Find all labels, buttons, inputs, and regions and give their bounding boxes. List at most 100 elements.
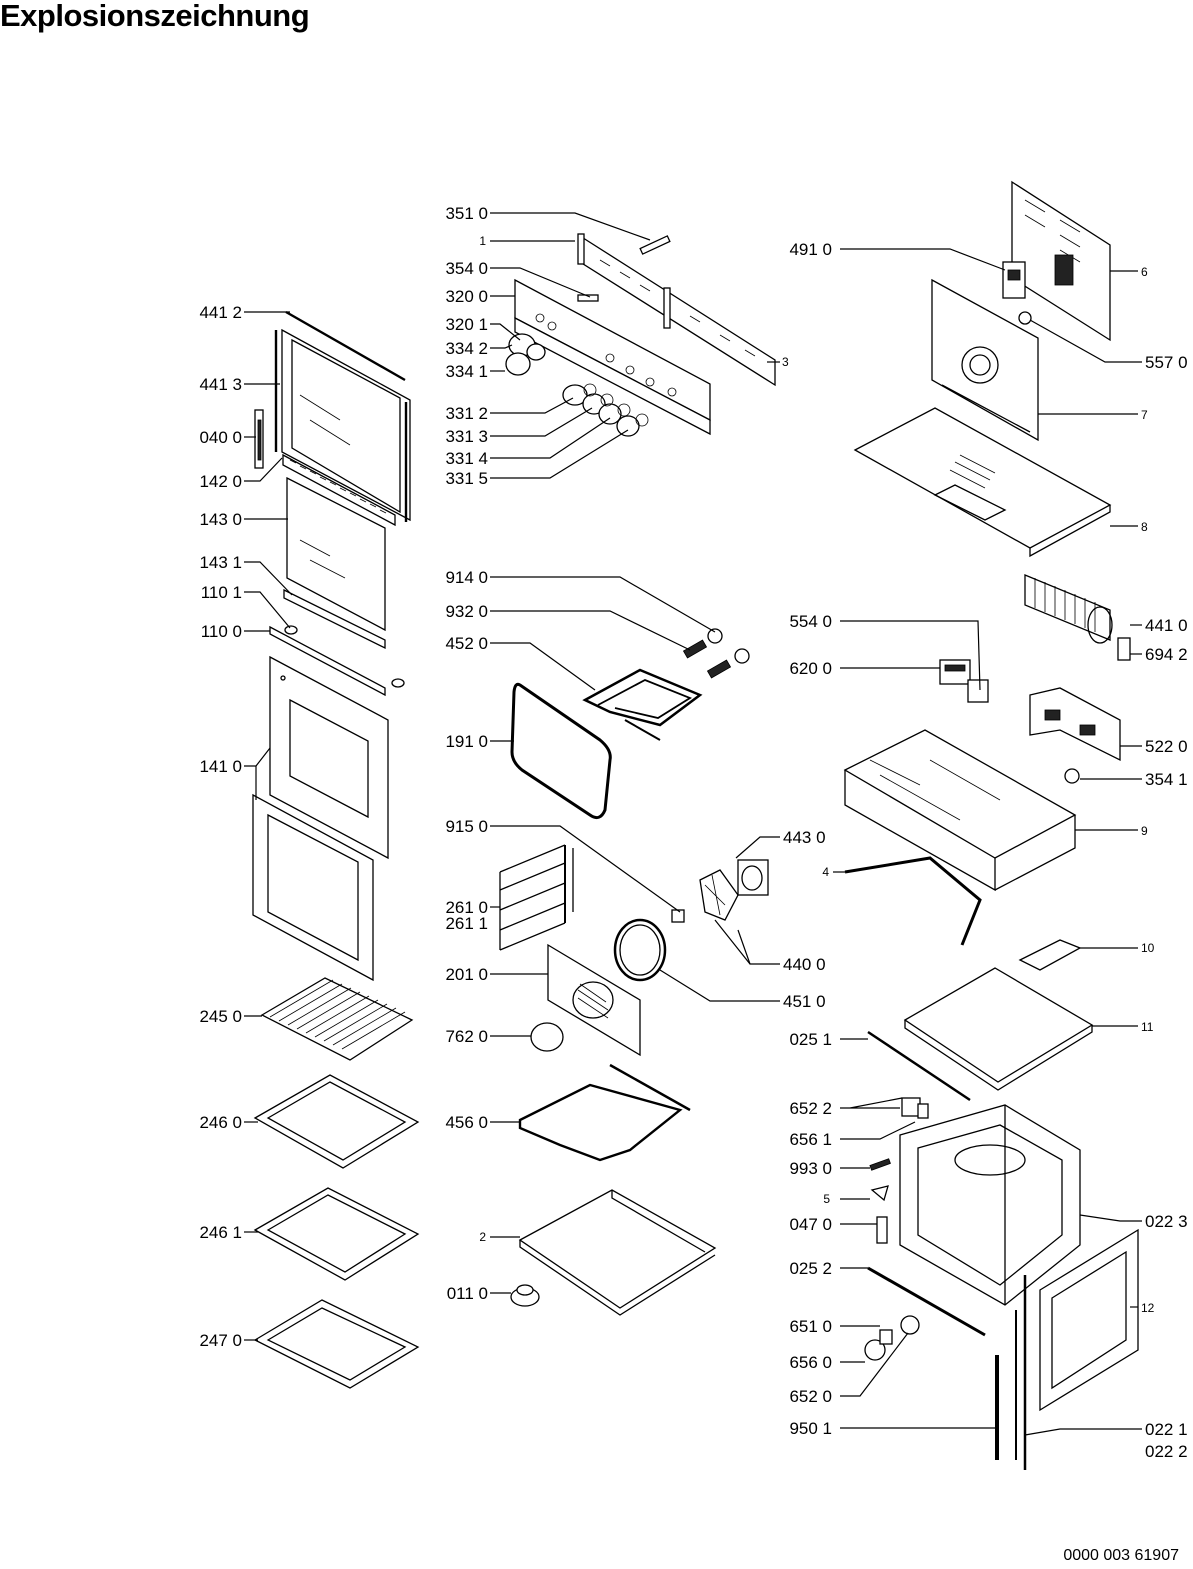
label-6: 6 xyxy=(1141,265,1148,279)
fan-ring-part xyxy=(613,909,685,982)
label-320-1: 320 1 xyxy=(445,315,488,334)
label-456-0: 456 0 xyxy=(445,1113,488,1132)
part-labels: 441 2 441 3 040 0 142 0 143 0 143 1 110 … xyxy=(199,204,1187,1461)
label-025-2: 025 2 xyxy=(789,1259,832,1278)
angle-profile-part xyxy=(844,856,982,946)
label-1: 1 xyxy=(479,234,486,248)
label-246-0: 246 0 xyxy=(199,1113,242,1132)
left-leader-lines xyxy=(244,311,293,1341)
label-443-0: 443 0 xyxy=(783,828,826,847)
label-620-0: 620 0 xyxy=(789,659,832,678)
tray-2-part xyxy=(253,1187,420,1281)
bottom-heater-part xyxy=(518,1063,691,1162)
label-246-1: 246 1 xyxy=(199,1223,242,1242)
label-441-2: 441 2 xyxy=(199,303,242,322)
thermostat-part xyxy=(1002,261,1032,325)
label-7: 7 xyxy=(1141,408,1148,422)
label-110-0: 110 0 xyxy=(201,622,242,641)
control-knobs-part xyxy=(505,333,649,437)
label-331-2: 331 2 xyxy=(445,404,488,423)
top-cover-part xyxy=(853,407,1112,558)
label-201-0: 201 0 xyxy=(445,965,488,984)
label-040-0: 040 0 xyxy=(199,428,242,447)
small-hardware-parts xyxy=(867,1097,986,1337)
label-762-0: 762 0 xyxy=(445,1027,488,1046)
label-331-5: 331 5 xyxy=(445,469,488,488)
label-651-0: 651 0 xyxy=(789,1317,832,1336)
label-652-2: 652 2 xyxy=(789,1099,832,1118)
label-247-0: 247 0 xyxy=(199,1331,242,1350)
label-334-2: 334 2 xyxy=(445,339,488,358)
center-top-leader-lines xyxy=(490,212,780,479)
label-441-3: 441 3 xyxy=(199,375,242,394)
electronics-module-part xyxy=(1029,687,1121,784)
label-191-0: 191 0 xyxy=(445,732,488,751)
document-number: 0000 003 61907 xyxy=(1063,1547,1179,1564)
label-914-0: 914 0 xyxy=(445,568,488,587)
label-12: 12 xyxy=(1141,1301,1155,1315)
label-4: 4 xyxy=(822,865,829,879)
tangential-fan-part xyxy=(1024,574,1131,661)
label-5: 5 xyxy=(823,1192,830,1206)
label-354-1: 354 1 xyxy=(1145,770,1188,789)
label-022-3: 022 3 xyxy=(1145,1212,1188,1231)
shaft-pin-part xyxy=(577,235,671,302)
switch-parts xyxy=(939,659,989,703)
label-932-0: 932 0 xyxy=(445,602,488,621)
base-housing-part xyxy=(843,729,1077,892)
door-switch-parts xyxy=(864,1315,920,1361)
lamp-part xyxy=(510,1284,540,1307)
label-022-2: 022 2 xyxy=(1145,1442,1188,1461)
door-frame-part xyxy=(274,310,411,527)
label-334-1: 334 1 xyxy=(445,362,488,381)
label-141-0: 141 0 xyxy=(199,757,242,776)
back-wall-part xyxy=(931,278,1039,442)
oven-muffle-part xyxy=(899,1104,1081,1306)
fan-plate-part xyxy=(530,1022,564,1052)
label-2: 2 xyxy=(479,1230,486,1244)
door-hinge-part xyxy=(254,409,264,469)
label-452-0: 452 0 xyxy=(445,634,488,653)
label-143-1: 143 1 xyxy=(199,553,242,572)
label-351-0: 351 0 xyxy=(445,204,488,223)
label-025-1: 025 1 xyxy=(789,1030,832,1049)
label-656-1: 656 1 xyxy=(789,1130,832,1149)
label-656-0: 656 0 xyxy=(789,1353,832,1372)
label-557-0: 557 0 xyxy=(1145,353,1188,372)
label-9: 9 xyxy=(1141,824,1148,838)
label-652-0: 652 0 xyxy=(789,1387,832,1406)
label-11: 11 xyxy=(1141,1020,1154,1034)
label-331-4: 331 4 xyxy=(445,449,488,468)
tray-3-part xyxy=(253,1299,420,1389)
oven-seal-part xyxy=(510,682,612,820)
label-261-1: 261 1 xyxy=(445,914,488,933)
label-554-0: 554 0 xyxy=(789,612,832,631)
label-694-2: 694 2 xyxy=(1145,645,1188,664)
right-leader-lines xyxy=(833,248,1142,1436)
label-245-0: 245 0 xyxy=(199,1007,242,1026)
center-mid-leader-lines xyxy=(490,576,780,1294)
label-354-0: 354 0 xyxy=(445,259,488,278)
label-915-0: 915 0 xyxy=(445,817,488,836)
label-047-0: 047 0 xyxy=(789,1215,832,1234)
label-441-0: 441 0 xyxy=(1145,616,1188,635)
label-451-0: 451 0 xyxy=(783,992,826,1011)
label-261-0: 261 0 xyxy=(445,898,488,917)
label-491-0: 491 0 xyxy=(789,240,832,259)
page-title: Explosionszeichnung xyxy=(0,0,310,33)
label-142-0: 142 0 xyxy=(199,472,242,491)
floor-plate-part xyxy=(518,1189,717,1316)
label-522-0: 522 0 xyxy=(1145,737,1188,756)
glass-rail-part xyxy=(269,588,405,697)
rear-panel-part xyxy=(1011,180,1111,342)
side-rails-part xyxy=(499,844,574,951)
outer-door-glass-part xyxy=(252,655,389,982)
label-143-0: 143 0 xyxy=(199,510,242,529)
label-10: 10 xyxy=(1141,941,1155,955)
label-331-3: 331 3 xyxy=(445,427,488,446)
control-panel-part xyxy=(514,278,711,436)
label-993-0: 993 0 xyxy=(789,1159,832,1178)
label-320-0: 320 0 xyxy=(445,287,488,306)
tray-1-part xyxy=(253,1074,420,1169)
label-440-0: 440 0 xyxy=(783,955,826,974)
